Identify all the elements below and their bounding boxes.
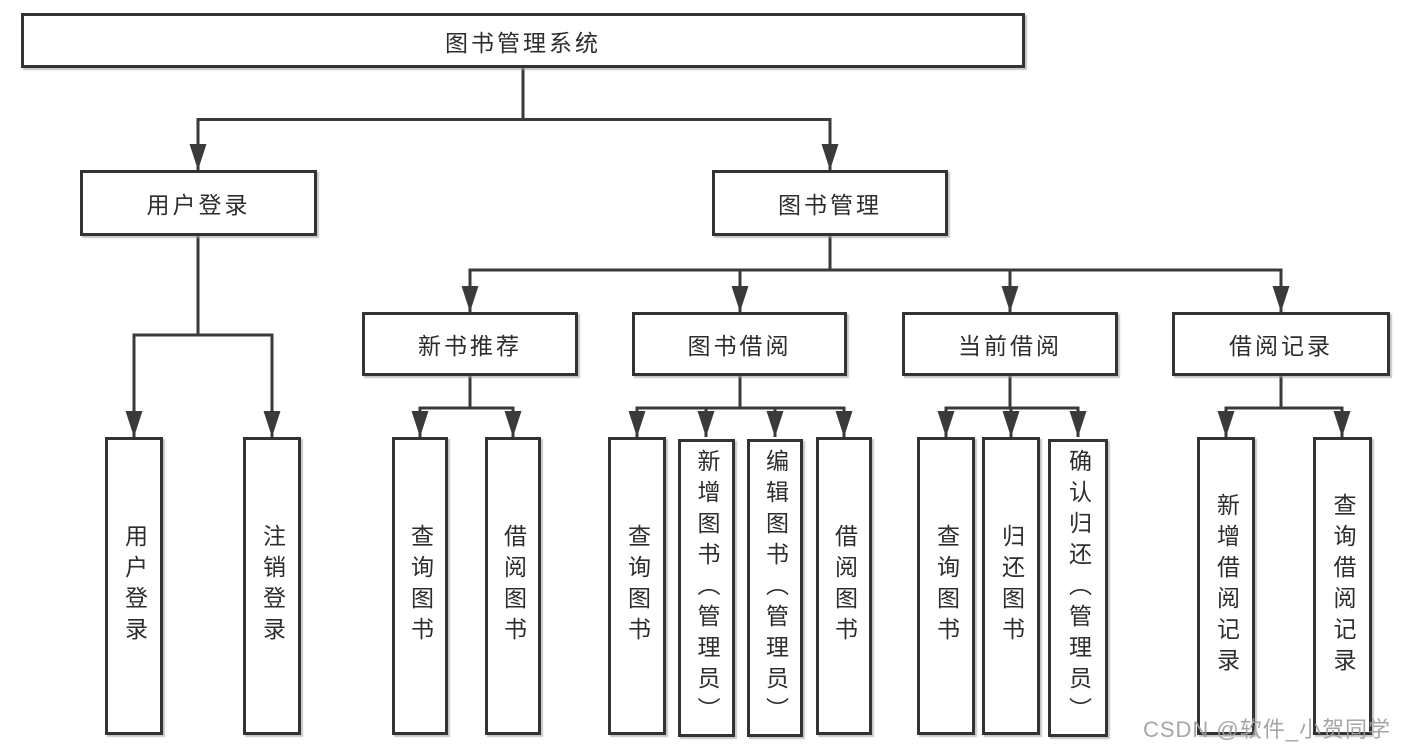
connector-to-leaf-add-borrow-record xyxy=(1217,406,1281,437)
connector-to-leaf-add-book xyxy=(697,406,740,437)
connector-to-borrowing-records xyxy=(830,268,1290,312)
connector-to-leaf-user-login xyxy=(125,333,198,437)
node-label: 归还图书 xyxy=(998,524,1025,648)
node-book-management: 图书管理 xyxy=(712,170,948,236)
node-borrowing-records: 借阅记录 xyxy=(1172,312,1390,376)
leaf-borrow-books-2: 借阅图书 xyxy=(816,437,872,735)
node-label: 借阅记录 xyxy=(1229,333,1333,359)
connector-to-leaf-logout xyxy=(198,333,281,437)
connector-to-leaf-query-books-2 xyxy=(628,406,740,437)
node-label: 图书管理 xyxy=(778,192,882,218)
leaf-edit-book-admin: 编辑图书（管理员） xyxy=(747,439,803,737)
node-label: 查询借阅记录 xyxy=(1330,493,1356,679)
leaf-confirm-return-admin: 确认归还（管理员） xyxy=(1048,439,1108,737)
node-user-login: 用户登录 xyxy=(80,170,317,236)
leaf-add-borrow-record: 新增借阅记录 xyxy=(1197,437,1255,735)
node-label: 新书推荐 xyxy=(418,333,522,359)
node-label: 借阅图书 xyxy=(831,524,858,648)
leaf-logout: 注销登录 xyxy=(243,437,301,735)
node-new-book-recommendation: 新书推荐 xyxy=(362,312,578,376)
connector-root-to-user-login xyxy=(189,118,523,170)
leaf-query-books-3: 查询图书 xyxy=(917,437,975,735)
node-label: 新增图书（管理员） xyxy=(694,448,720,728)
leaf-add-book-admin: 新增图书（管理员） xyxy=(678,439,735,737)
node-label: 用户登录 xyxy=(121,524,148,648)
connector-to-book-borrowing xyxy=(731,268,830,312)
leaf-query-borrow-record: 查询借阅记录 xyxy=(1313,437,1372,735)
node-label: 借阅图书 xyxy=(500,524,527,648)
leaf-return-book: 归还图书 xyxy=(982,437,1040,735)
node-label: 新增借阅记录 xyxy=(1213,493,1240,679)
connector-to-leaf-return-book xyxy=(1002,406,1020,437)
node-label: 查询图书 xyxy=(624,524,651,648)
leaf-user-login: 用户登录 xyxy=(105,437,163,735)
connector-to-leaf-query-books-1 xyxy=(411,406,470,437)
leaf-query-books-1: 查询图书 xyxy=(392,437,448,735)
connector-to-new-book-recommendation xyxy=(461,268,830,312)
node-current-borrowing: 当前借阅 xyxy=(902,312,1118,376)
connector-to-leaf-edit-book xyxy=(740,406,784,437)
node-label: 当前借阅 xyxy=(958,333,1062,359)
node-book-borrowing: 图书借阅 xyxy=(632,312,847,376)
connector-to-current-borrowing xyxy=(830,268,1019,312)
node-label: 注销登录 xyxy=(259,524,286,648)
node-label: 用户登录 xyxy=(146,192,251,218)
watermark: CSDN @软件_小贺同学 xyxy=(1142,717,1391,742)
connector-to-leaf-query-books-3 xyxy=(937,406,1010,437)
node-label: 编辑图书（管理员） xyxy=(762,448,789,728)
node-library-management-system: 图书管理系统 xyxy=(21,13,1025,68)
node-label: 图书借阅 xyxy=(687,333,792,359)
leaf-borrow-books-1: 借阅图书 xyxy=(485,437,541,735)
node-label: 查询图书 xyxy=(933,524,960,648)
connector-to-leaf-query-borrow-record xyxy=(1281,406,1351,437)
connector-to-leaf-confirm-return xyxy=(1010,406,1087,437)
node-label: 图书管理系统 xyxy=(445,29,601,56)
node-label: 确认归还（管理员） xyxy=(1065,448,1092,728)
connector-root-to-book-management xyxy=(523,118,839,170)
node-label: 查询图书 xyxy=(407,524,434,648)
leaf-query-books-2: 查询图书 xyxy=(608,437,666,735)
connector-to-leaf-borrow-books-2 xyxy=(740,406,853,437)
connector-to-leaf-borrow-books-1 xyxy=(470,406,522,437)
